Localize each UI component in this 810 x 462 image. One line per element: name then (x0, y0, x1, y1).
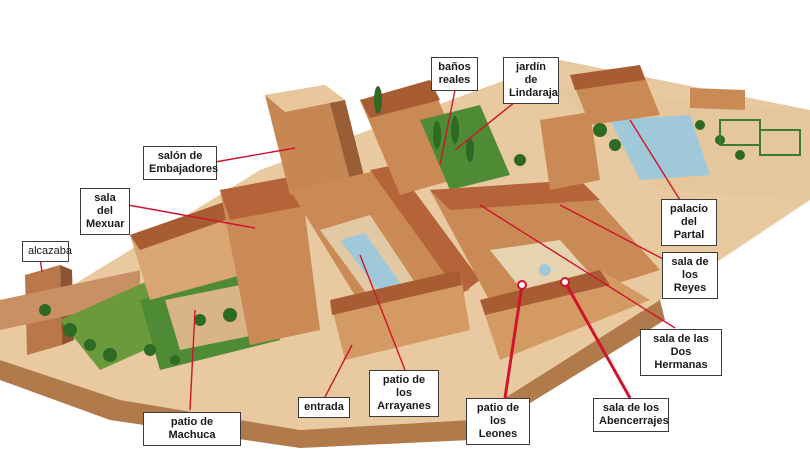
label-banos-reales-line2: reales (438, 74, 471, 86)
comares-tower-side (325, 85, 365, 180)
leader-lines (39, 89, 681, 411)
leader-patio-leones (503, 284, 524, 399)
label-sala-mexuar-line1: sala del (94, 192, 116, 217)
partal-trees (514, 120, 745, 166)
arrayanes-pool (340, 233, 405, 297)
label-sala-abencerrajes-line1: sala de los (602, 402, 660, 414)
entrance-roof (330, 270, 462, 315)
label-salon-embajadores-line1: salón de (157, 150, 203, 162)
label-sala-mexuar: sala del Mexuar (80, 188, 130, 235)
leader-patio-machuca (189, 309, 196, 411)
label-banos-reales-line1: baños (438, 61, 471, 73)
label-patio-machuca-text: patio de Machuca (168, 416, 216, 441)
label-patio-leones-line2: los Leones (478, 415, 518, 440)
east-house (690, 88, 745, 110)
label-sala-mexuar-line2: Mexuar (86, 218, 125, 230)
mexuar-roof (130, 200, 240, 250)
leader-lines-bold (503, 281, 632, 399)
leones-fountain (539, 264, 551, 276)
mexuar-block (220, 175, 320, 345)
marker-sala-abencerrajes (560, 277, 570, 287)
label-patio-leones: patio de los Leones (466, 398, 530, 445)
leader-sala-dos-hermanas (479, 204, 676, 329)
label-alcazaba: alcazaba (22, 241, 73, 262)
label-salon-embajadores-line2: Embajadores (149, 163, 219, 175)
lindaraja-garden (420, 105, 510, 190)
label-salon-embajadores: salón de Embajadores (143, 146, 219, 180)
label-entrada-text: entrada (304, 401, 344, 413)
leader-entrada (324, 344, 353, 398)
label-patio-arrayanes-line1: patio de los (382, 374, 426, 399)
label-patio-arrayanes: patio de los Arrayanes (369, 370, 439, 417)
label-palacio-partal: palacio del Partal (661, 199, 717, 246)
label-jardin-lindaraja-line1: jardín de (516, 61, 546, 86)
label-sala-reyes: sala de los Reyes (662, 252, 718, 299)
abencerrajes-roof (480, 270, 610, 315)
label-sala-abencerrajes: sala de los Abencerrajes (593, 398, 669, 432)
patio-machuca-court (165, 285, 255, 350)
label-patio-arrayanes-line2: Arrayanes (377, 400, 431, 412)
label-jardin-lindaraja: jardín de Lindaraja (503, 57, 559, 104)
label-patio-machuca: patio de Machuca (143, 412, 241, 446)
label-sala-dos-hermanas: sala de las Dos Hermanas (640, 329, 722, 376)
label-entrada: entrada (298, 397, 350, 418)
comares-tower (265, 85, 350, 195)
comares-tower-top (265, 85, 345, 112)
leader-patio-arrayanes (359, 254, 406, 371)
label-banos-reales: baños reales (431, 57, 478, 91)
cypress-trees (374, 86, 474, 162)
label-sala-abencerrajes-line2: Abencerrajes (599, 415, 669, 427)
label-sala-reyes-line2: los Reyes (673, 269, 707, 294)
leader-sala-reyes (559, 204, 666, 261)
partal-parterre (719, 119, 801, 156)
leader-salon-embajadores (214, 147, 296, 163)
partal-roof (570, 65, 645, 90)
leader-palacio-partal (629, 119, 681, 201)
alcazaba-wall (0, 270, 140, 330)
label-palacio-partal-line1: palacio (670, 203, 708, 215)
label-jardin-lindaraja-line2: Lindaraja (509, 87, 558, 99)
arrayanes-roof (370, 165, 480, 295)
leader-sala-mexuar (127, 204, 256, 229)
label-sala-reyes-line1: sala de (671, 256, 709, 268)
partal-pool (610, 115, 710, 180)
leader-banos-reales (439, 89, 456, 166)
mexuar-block-roof (220, 175, 310, 220)
marker-patio-leones (517, 280, 527, 290)
label-patio-leones-line1: patio de (476, 402, 520, 414)
label-alcazaba-text: alcazaba (28, 245, 73, 257)
label-palacio-partal-line2: del Partal (673, 216, 705, 241)
leader-sala-abencerrajes (563, 281, 632, 399)
partal-annex (540, 112, 600, 190)
label-sala-dos-hermanas-line2: Dos Hermanas (654, 346, 708, 371)
label-sala-dos-hermanas-line1: sala de las (653, 333, 709, 345)
